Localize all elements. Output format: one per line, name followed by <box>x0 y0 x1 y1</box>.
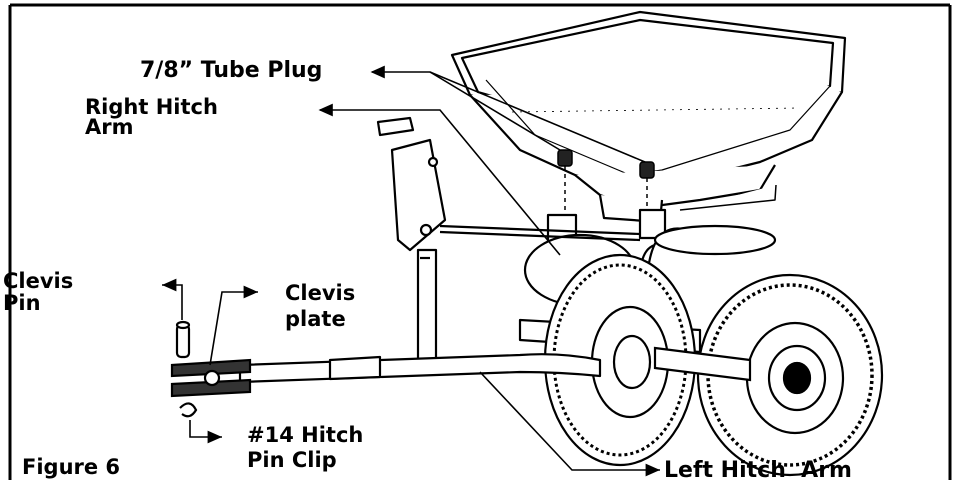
clevis-pin-label: Clevis Pin <box>3 269 74 315</box>
right-wheel <box>696 273 884 477</box>
tube-plugs <box>557 149 655 215</box>
leader-lines <box>162 65 660 477</box>
left-wheel <box>543 253 697 467</box>
figure-border <box>8 3 952 480</box>
axle <box>653 346 752 382</box>
clevis-plate-label: Clevis plate <box>285 281 356 331</box>
right-hitch-arm <box>376 116 641 362</box>
clevis-assembly <box>170 320 252 418</box>
left-hitch-arm-label: Left Hitch Arm <box>664 458 852 483</box>
right-hitch-arm-label: Right Hitch Arm <box>85 95 218 139</box>
tube-plug-label: 7/8” Tube Plug <box>140 58 323 83</box>
hitch-pin-clip-label: #14 Hitch Pin Clip <box>247 423 364 472</box>
left-hitch-arm <box>238 256 602 384</box>
hopper <box>450 10 847 224</box>
figure-caption: Figure 6 <box>22 455 121 479</box>
